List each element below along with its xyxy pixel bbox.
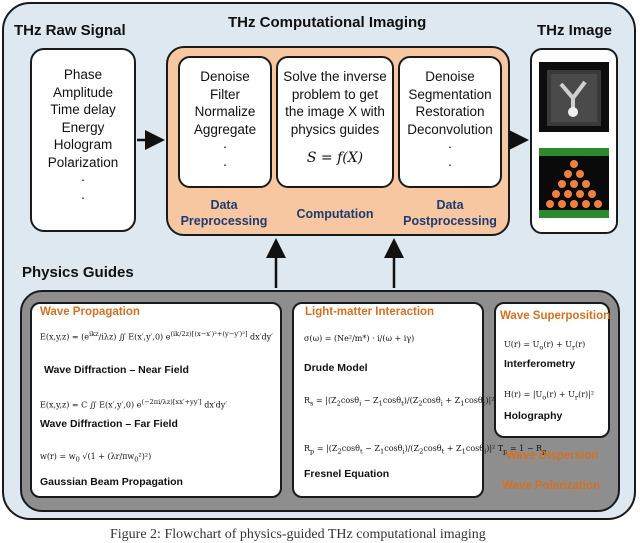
light-matter-box: [292, 302, 484, 498]
thz-image-letter-y: [539, 62, 609, 132]
drude-label: Drude Model: [304, 362, 368, 374]
figure-caption: Figure 2: Flowchart of physics-guided TH…: [110, 527, 486, 542]
wave-propagation-heading: Wave Propagation: [40, 306, 140, 318]
computation-label: Computation: [296, 207, 374, 221]
computation-line: physics guides: [290, 121, 380, 137]
drude-equation: σ(ω) = (Ne²/m*) · i/(ω + iγ): [304, 334, 415, 343]
list-item: Phase: [63, 67, 103, 82]
near-field-equation: E(x,y,z) = (eikz/iλz) ∬ E(x′,y′,0) e(ik/…: [40, 330, 273, 342]
list-item: Deconvolution: [407, 121, 493, 137]
interferometry-label: Interferometry: [504, 358, 576, 370]
list-item: Filter: [210, 86, 240, 102]
light-matter-heading: Light-matter Interaction: [305, 306, 435, 318]
list-item: Amplitude: [52, 84, 114, 100]
computation-line: the image X with: [285, 104, 385, 119]
list-item: Restoration: [415, 104, 485, 119]
computation-line: Solve the inverse: [283, 69, 387, 84]
flow-arrows: [137, 130, 529, 288]
computation-formula: S = f(X): [306, 150, 364, 166]
preprocessing-box: Denoise Filter Normalize Aggregate · ·: [178, 56, 272, 188]
image-title: THz Image: [537, 22, 613, 39]
list-item: Denoise: [200, 69, 250, 84]
list-item: ·: [447, 139, 453, 154]
gaussian-beam-label: Gaussian Beam Propagation: [40, 476, 183, 488]
raw-signal-list: Phase Amplitude Time delay Energy Hologr…: [32, 66, 134, 206]
far-field-label: Wave Diffraction – Far Field: [40, 418, 178, 430]
computational-imaging-title: THz Computational Imaging: [228, 14, 427, 31]
wave-superposition-box: [494, 302, 610, 438]
raw-signal-box: Phase Amplitude Time delay Energy Hologr…: [30, 48, 136, 232]
list-item: Polarization: [47, 154, 119, 170]
thz-image-dot-triangle: [539, 148, 609, 218]
list-item: Energy: [61, 119, 105, 135]
list-item: Hologram: [53, 137, 113, 152]
list-item: Segmentation: [408, 86, 492, 102]
gaussian-beam-equation: w(r) = w0 √(1 + (λr/πw0²)²): [40, 452, 152, 464]
holography-label: Holography: [504, 410, 563, 422]
list-item: ·: [447, 156, 453, 172]
wave-polarization-label: Wave Polarization: [502, 480, 600, 492]
physics-guides-title: Physics Guides: [22, 264, 134, 281]
list-item: Aggregate: [193, 121, 257, 137]
holography-equation: H(r) = |Uo(r) + Ur(r)|²: [504, 390, 595, 402]
wave-superposition-heading: Wave Superposition: [500, 310, 611, 322]
interferometry-equation: U(r) = Uo(r) + Ur(r): [504, 340, 586, 352]
raw-signal-title: THz Raw Signal: [14, 22, 126, 39]
list-item: Time delay: [50, 102, 116, 117]
computation-box: Solve the inverse problem to get the ima…: [276, 56, 394, 188]
wave-propagation-box: [30, 302, 282, 498]
list-item: Denoise: [425, 69, 475, 84]
list-item: ·: [222, 139, 228, 154]
postprocessing-box: Denoise Segmentation Restoration Deconvo…: [398, 56, 502, 188]
fresnel-rp-equation: Rp = |(Z2cosθt − Z1cosθi)/(Z2cosθt + Z1c…: [304, 444, 547, 456]
fresnel-label: Fresnel Equation: [304, 468, 390, 480]
list-item: ·: [80, 172, 86, 187]
list-item: Normalize: [194, 104, 256, 119]
near-field-label: Wave Diffraction – Near Field: [44, 364, 189, 376]
postprocessing-label: Data Postprocessing: [403, 198, 497, 228]
list-item: ·: [222, 156, 228, 172]
preprocessing-label: Data Preprocessing: [180, 198, 268, 228]
wave-dispersion-label: Wave Dispersion: [506, 450, 599, 462]
far-field-equation: E(x,y,z) = C ∬ E(x′,y′,0) e(−2πi/λz)[xx′…: [40, 398, 228, 410]
computation-line: problem to get: [291, 86, 379, 102]
list-item: ·: [80, 189, 86, 205]
